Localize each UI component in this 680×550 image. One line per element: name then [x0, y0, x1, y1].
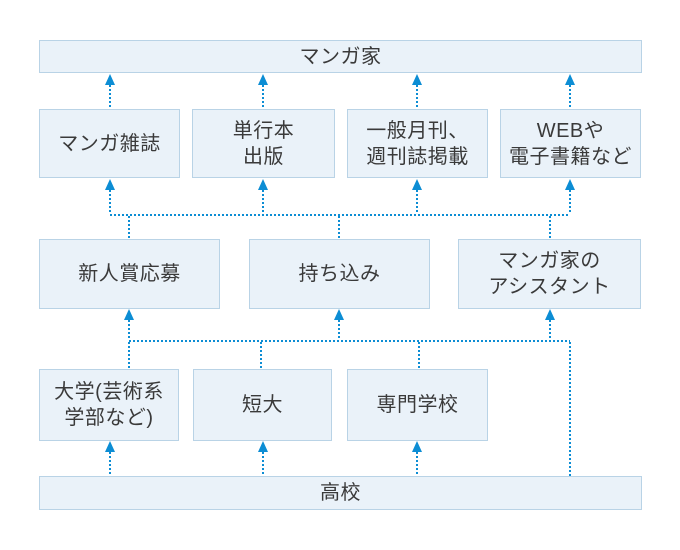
arrow-web-to-mangaka-line: [569, 85, 571, 109]
bus-upper-arrow-monthly-line: [416, 190, 418, 214]
arrow-tankobon-to-mangaka-line: [262, 85, 264, 109]
bus-upper-riser-mochikomi: [338, 216, 340, 239]
bus-lower-arrow-assistant-head: [545, 309, 555, 320]
node-junior-college: 短大: [193, 369, 332, 441]
arrow-hs-to-vocational-line: [416, 452, 418, 476]
bus-upper-arrow-web-head: [565, 179, 575, 190]
arrow-hs-to-junior-college-head: [258, 441, 268, 452]
node-mangaka: マンガ家: [39, 40, 642, 73]
bus-line-upper: [110, 214, 570, 216]
node-manga-magazine: マンガ雑誌: [39, 109, 180, 178]
bus-upper-riser-newcomer: [128, 216, 130, 239]
bus-upper-arrow-monthly-head: [412, 179, 422, 190]
node-manga-assistant: マンガ家の アシスタント: [458, 239, 641, 309]
node-tankobon-publishing: 単行本 出版: [192, 109, 335, 178]
bus-lower-arrow-mochikomi-head: [334, 309, 344, 320]
node-mochikomi: 持ち込み: [249, 239, 430, 309]
node-monthly-weekly-magazine: 一般月刊、 週刊誌掲載: [347, 109, 488, 178]
bus-lower-riser-junior-college: [260, 342, 262, 369]
node-university: 大学(芸術系 学部など): [39, 369, 179, 441]
bus-upper-arrow-magazine-line: [109, 190, 111, 214]
arrow-tankobon-to-mangaka-head: [258, 74, 268, 85]
arrow-magazine-to-mangaka-line: [109, 85, 111, 109]
arrow-hs-to-junior-college-line: [262, 452, 264, 476]
bus-lower-riser-vocational: [418, 342, 420, 369]
bus-upper-arrow-magazine-head: [105, 179, 115, 190]
arrow-hs-to-university-head: [105, 441, 115, 452]
node-web-ebook: WEBや 電子書籍など: [500, 109, 641, 178]
arrow-magazine-to-mangaka-head: [105, 74, 115, 85]
arrow-monthly-to-mangaka-head: [412, 74, 422, 85]
bus-lower-riser-university: [128, 342, 130, 369]
arrow-monthly-to-mangaka-line: [416, 85, 418, 109]
node-newcomer-award: 新人賞応募: [39, 239, 220, 309]
bus-line-lower: [129, 340, 570, 342]
bus-upper-arrow-tankobon-head: [258, 179, 268, 190]
bus-lower-arrow-newcomer-head: [124, 309, 134, 320]
bus-lower-arrow-mochikomi-line: [338, 320, 340, 340]
arrow-hs-to-university-line: [109, 452, 111, 476]
bus-upper-arrow-web-line: [569, 190, 571, 214]
bus-upper-arrow-tankobon-line: [262, 190, 264, 214]
bus-upper-riser-assistant: [549, 216, 551, 239]
node-vocational-school: 専門学校: [347, 369, 488, 441]
bus-lower-riser-high-school: [569, 342, 571, 476]
node-high-school: 高校: [39, 476, 642, 510]
bus-lower-arrow-newcomer-line: [128, 320, 130, 340]
arrow-hs-to-vocational-head: [412, 441, 422, 452]
arrow-web-to-mangaka-head: [565, 74, 575, 85]
bus-lower-arrow-assistant-line: [549, 320, 551, 340]
